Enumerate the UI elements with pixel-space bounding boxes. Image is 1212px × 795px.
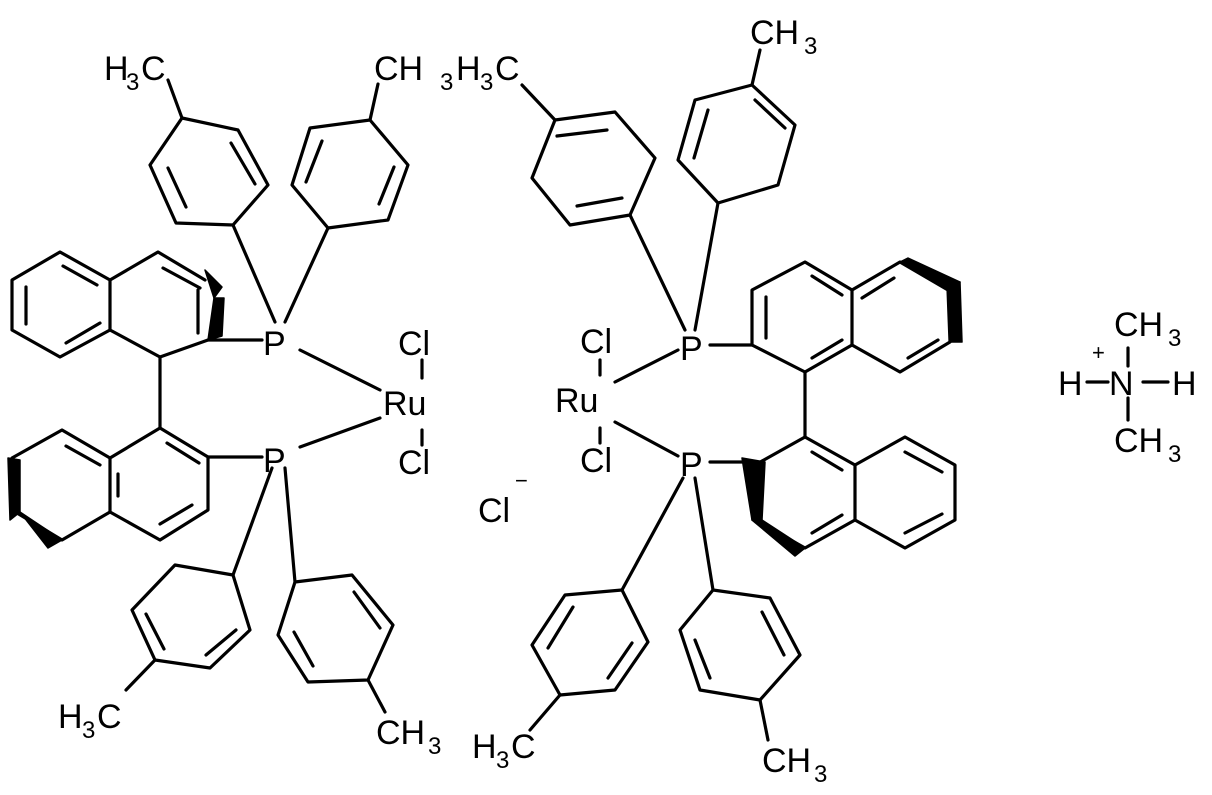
ammonium-nitrogen: N [1109, 365, 1134, 403]
svg-text:3: 3 [428, 733, 441, 760]
right-bonds [520, 48, 963, 742]
svg-text:CH: CH [376, 714, 425, 752]
svg-text:3: 3 [496, 747, 509, 774]
right-chloride-upper: Cl [580, 323, 612, 361]
svg-text:H: H [456, 50, 481, 88]
right-phosphorus-upper: P [680, 330, 703, 368]
chloride-anion-charge: − [515, 468, 528, 493]
right-methyl-bottom-left: H 3 C [472, 728, 536, 774]
left-chloride-upper: Cl [398, 325, 430, 363]
svg-text:3: 3 [126, 69, 139, 96]
left-phosphorus-upper: P [263, 325, 286, 363]
svg-text:CH: CH [1114, 306, 1163, 344]
left-chloride-lower: Cl [398, 444, 430, 482]
left-methyl-top-left: H 3 C [104, 50, 166, 96]
left-atom-labels: P P Ru Cl Cl H 3 C CH 3 H 3 C CH 3 [58, 50, 453, 760]
left-bonds [7, 78, 424, 714]
ammonium-atom-labels: N + H H CH 3 CH 3 [1058, 306, 1197, 468]
left-methyl-bottom-right: CH 3 [376, 714, 441, 760]
svg-text:3: 3 [814, 761, 827, 788]
ammonium-hydrogen-left: H [1058, 365, 1083, 403]
right-complex: P P Ru Cl Cl H 3 C CH 3 H 3 C CH 3 [456, 14, 963, 788]
chloride-counter-anion: Cl − [478, 468, 528, 530]
svg-text:CH: CH [762, 742, 811, 780]
right-methyl-top-left: H 3 C [456, 50, 520, 96]
left-ruthenium: Ru [383, 385, 426, 423]
ammonium-positive-charge: + [1092, 340, 1105, 365]
ammonium-hydrogen-right: H [1172, 365, 1197, 403]
left-methyl-top-right: CH 3 [374, 50, 453, 96]
right-methyl-top-right: CH 3 [750, 14, 817, 60]
svg-text:C: C [511, 728, 536, 766]
left-complex: P P Ru Cl Cl H 3 C CH 3 H 3 C CH 3 [7, 50, 453, 760]
dimethylammonium-cation: N + H H CH 3 CH 3 [1058, 306, 1197, 468]
ammonium-bonds [1085, 346, 1170, 422]
svg-text:3: 3 [1168, 325, 1181, 352]
svg-text:C: C [495, 50, 520, 88]
svg-text:3: 3 [480, 69, 493, 96]
svg-text:H: H [472, 728, 497, 766]
right-ruthenium: Ru [555, 382, 598, 420]
svg-text:CH: CH [750, 14, 799, 52]
right-phosphorus-lower: P [680, 446, 703, 484]
svg-text:H: H [58, 698, 83, 736]
right-methyl-bottom-right: CH 3 [762, 742, 827, 788]
svg-text:C: C [97, 698, 122, 736]
svg-text:3: 3 [440, 69, 453, 96]
svg-text:3: 3 [1168, 441, 1181, 468]
svg-text:H: H [104, 50, 129, 88]
svg-text:CH: CH [374, 50, 423, 88]
right-atom-labels: P P Ru Cl Cl H 3 C CH 3 H 3 C CH 3 [456, 14, 827, 788]
left-phosphorus-lower: P [263, 442, 286, 480]
right-chloride-lower: Cl [580, 442, 612, 480]
ammonium-methyl-top: CH 3 [1114, 306, 1181, 352]
svg-text:C: C [141, 50, 166, 88]
svg-text:3: 3 [82, 717, 95, 744]
svg-text:3: 3 [804, 33, 817, 60]
left-methyl-bottom-left: H 3 C [58, 698, 122, 744]
svg-text:CH: CH [1114, 422, 1163, 460]
chloride-anion-symbol: Cl [478, 492, 510, 530]
ammonium-methyl-bottom: CH 3 [1114, 422, 1181, 468]
